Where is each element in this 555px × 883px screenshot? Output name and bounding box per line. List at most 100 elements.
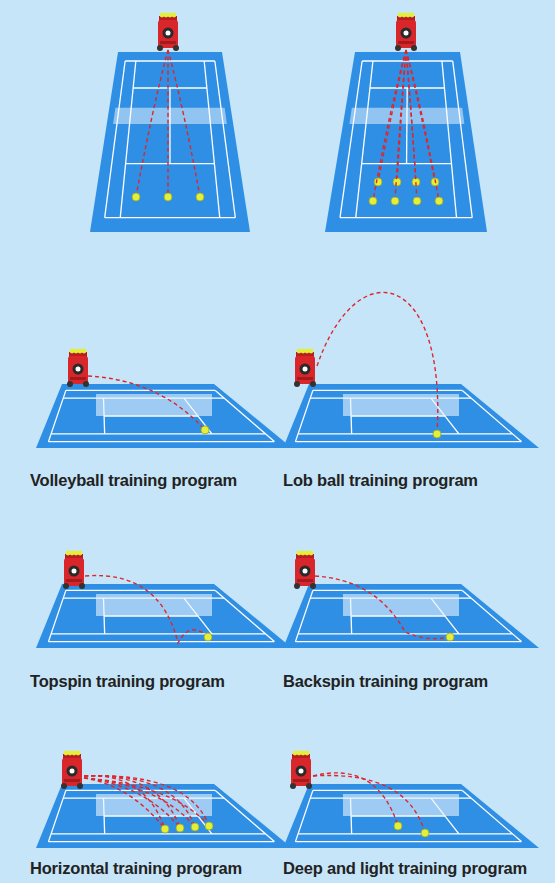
court-line (48, 841, 274, 842)
net-panel (343, 794, 459, 816)
net-panel (343, 394, 459, 416)
ball-trajectory (136, 50, 168, 197)
court-line (204, 61, 220, 218)
ball-trajectory (315, 576, 450, 639)
court-line (66, 390, 215, 391)
tennis-ball (161, 825, 169, 833)
court (325, 13, 487, 232)
tennis-ball (394, 822, 402, 830)
court-line (406, 88, 408, 164)
court-ground (283, 784, 539, 848)
ball-trajectory (373, 50, 406, 201)
court-ground (283, 584, 539, 648)
court-ground (36, 384, 292, 448)
court-line (125, 60, 215, 61)
court (283, 751, 539, 848)
court-ground (90, 52, 250, 232)
tennis-ball (393, 178, 401, 186)
ball-machine (294, 551, 316, 589)
ball-trajectory (406, 50, 435, 182)
court-line (453, 61, 473, 218)
ball-trajectory (85, 576, 208, 643)
court-line (169, 88, 170, 164)
court (36, 551, 292, 648)
ball-machine (294, 349, 316, 387)
court-line (313, 790, 462, 791)
ball-machine (395, 13, 417, 51)
court-line (48, 441, 274, 442)
tennis-ball (433, 430, 441, 438)
ball-trajectory (84, 776, 195, 827)
court-line (105, 217, 236, 218)
ball-machine (290, 751, 312, 789)
court-line (313, 590, 462, 591)
ball-trajectory (84, 778, 165, 829)
ball-trajectory (395, 50, 406, 201)
caption: Topspin training program (30, 672, 225, 691)
court-line (313, 390, 462, 391)
tennis-ball (413, 197, 421, 205)
caption: Horizontal training program (30, 859, 242, 878)
ball-trajectory (88, 376, 205, 430)
court (90, 13, 250, 232)
net-panel (96, 794, 212, 816)
ball-trajectory (317, 292, 438, 434)
tennis-ball (132, 193, 140, 201)
court-line (340, 217, 472, 218)
tennis-ball (196, 193, 204, 201)
ball-trajectory (397, 50, 406, 182)
tennis-ball (446, 633, 454, 641)
court-ground (283, 384, 539, 448)
tennis-ball (191, 823, 199, 831)
caption: Deep and light training program (283, 859, 527, 878)
court-line (51, 433, 265, 434)
net-panel (96, 594, 212, 616)
court-line (48, 641, 274, 642)
court-line (51, 633, 265, 634)
court (283, 551, 539, 648)
tennis-ball (176, 824, 184, 832)
court-line (442, 61, 457, 218)
court (36, 349, 292, 448)
ball-machine (61, 751, 83, 789)
ball-trajectory (84, 776, 209, 826)
ball-trajectory (84, 778, 209, 826)
court-line (298, 633, 512, 634)
court-line (298, 833, 512, 834)
court (283, 292, 539, 448)
ball-trajectory (84, 778, 180, 828)
court-ground (36, 584, 292, 648)
tennis-ball (164, 193, 172, 201)
ball-trajectory (406, 50, 439, 201)
caption: Backspin training program (283, 672, 488, 691)
ball-machine (67, 349, 89, 387)
court-line (298, 433, 512, 434)
tennis-ball (369, 197, 377, 205)
court-line (66, 590, 215, 591)
net-panel (96, 394, 212, 416)
ball-trajectory (378, 50, 406, 182)
tennis-ball (205, 822, 213, 830)
tennis-ball (201, 426, 209, 434)
ball-trajectory (168, 50, 200, 197)
court-line (356, 61, 373, 218)
tennis-ball (374, 178, 382, 186)
court-ground (36, 784, 292, 848)
tennis-ball (391, 197, 399, 205)
tennis-ball (204, 633, 212, 641)
court-line (295, 841, 521, 842)
court-ground (325, 52, 487, 232)
ball-machine (157, 13, 179, 51)
ball-trajectory (167, 50, 168, 197)
tennis-ball (435, 197, 443, 205)
tennis-ball (421, 829, 429, 837)
court-line (51, 833, 265, 834)
ball-trajectory (313, 775, 425, 833)
ball-machine (63, 551, 85, 589)
court (36, 751, 292, 848)
court-line (295, 441, 521, 442)
ball-trajectory (313, 773, 398, 826)
caption: Lob ball training program (283, 471, 478, 490)
caption: Volleyball training program (30, 471, 237, 490)
